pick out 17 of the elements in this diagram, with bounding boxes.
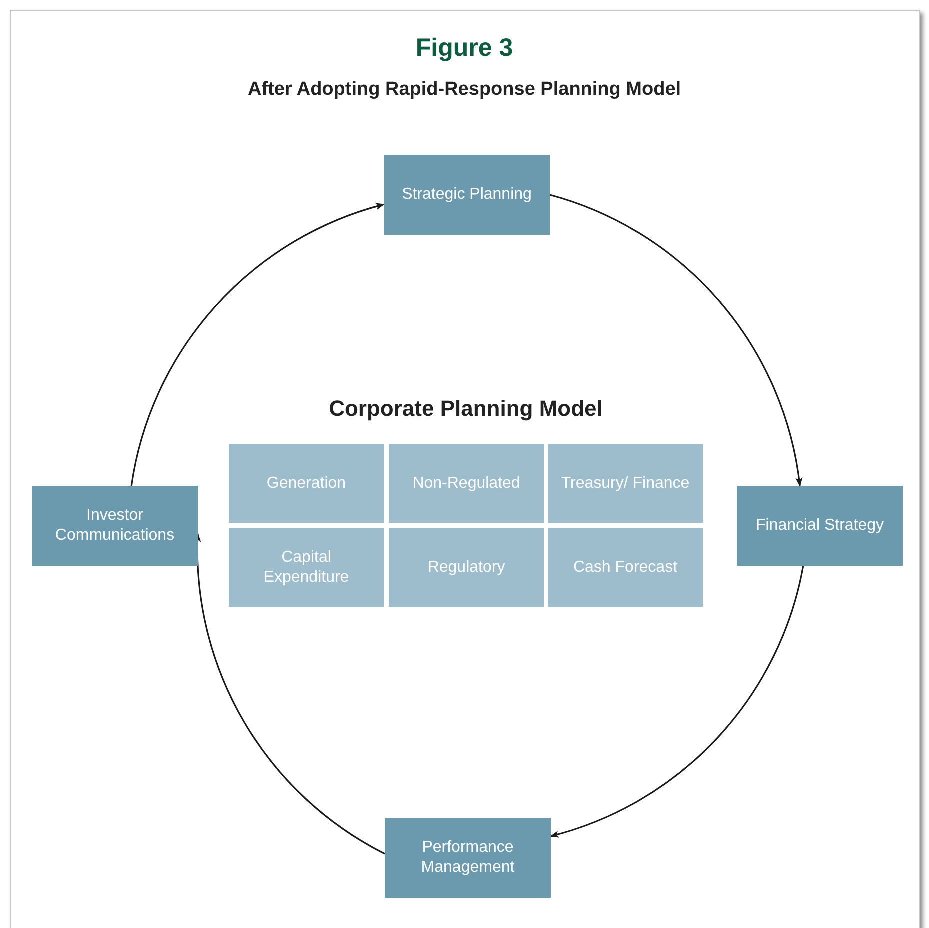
- curved-arrow: [130, 204, 385, 486]
- curved-arrow: [550, 194, 802, 487]
- grid-cell: Generation: [229, 444, 384, 523]
- process-box: Strategic Planning: [384, 155, 550, 235]
- process-box: Investor Communications: [32, 486, 198, 566]
- curved-arrow: [194, 533, 386, 855]
- grid-cell: Cash Forecast: [548, 528, 703, 607]
- figure-title: Figure 3: [414, 33, 514, 64]
- section-heading: Corporate Planning Model: [328, 395, 604, 423]
- process-box: Financial Strategy: [737, 486, 903, 566]
- grid-cell: Non-Regulated: [389, 444, 544, 523]
- subtitle: After Adopting Rapid-Response Planning Model: [246, 78, 682, 102]
- grid-cell: Treasury/ Finance: [548, 444, 703, 523]
- grid-cell: Capital Expenditure: [229, 528, 384, 607]
- process-box: Performance Management: [385, 818, 551, 898]
- grid-cell: Regulatory: [389, 528, 544, 607]
- curved-arrow: [550, 566, 804, 838]
